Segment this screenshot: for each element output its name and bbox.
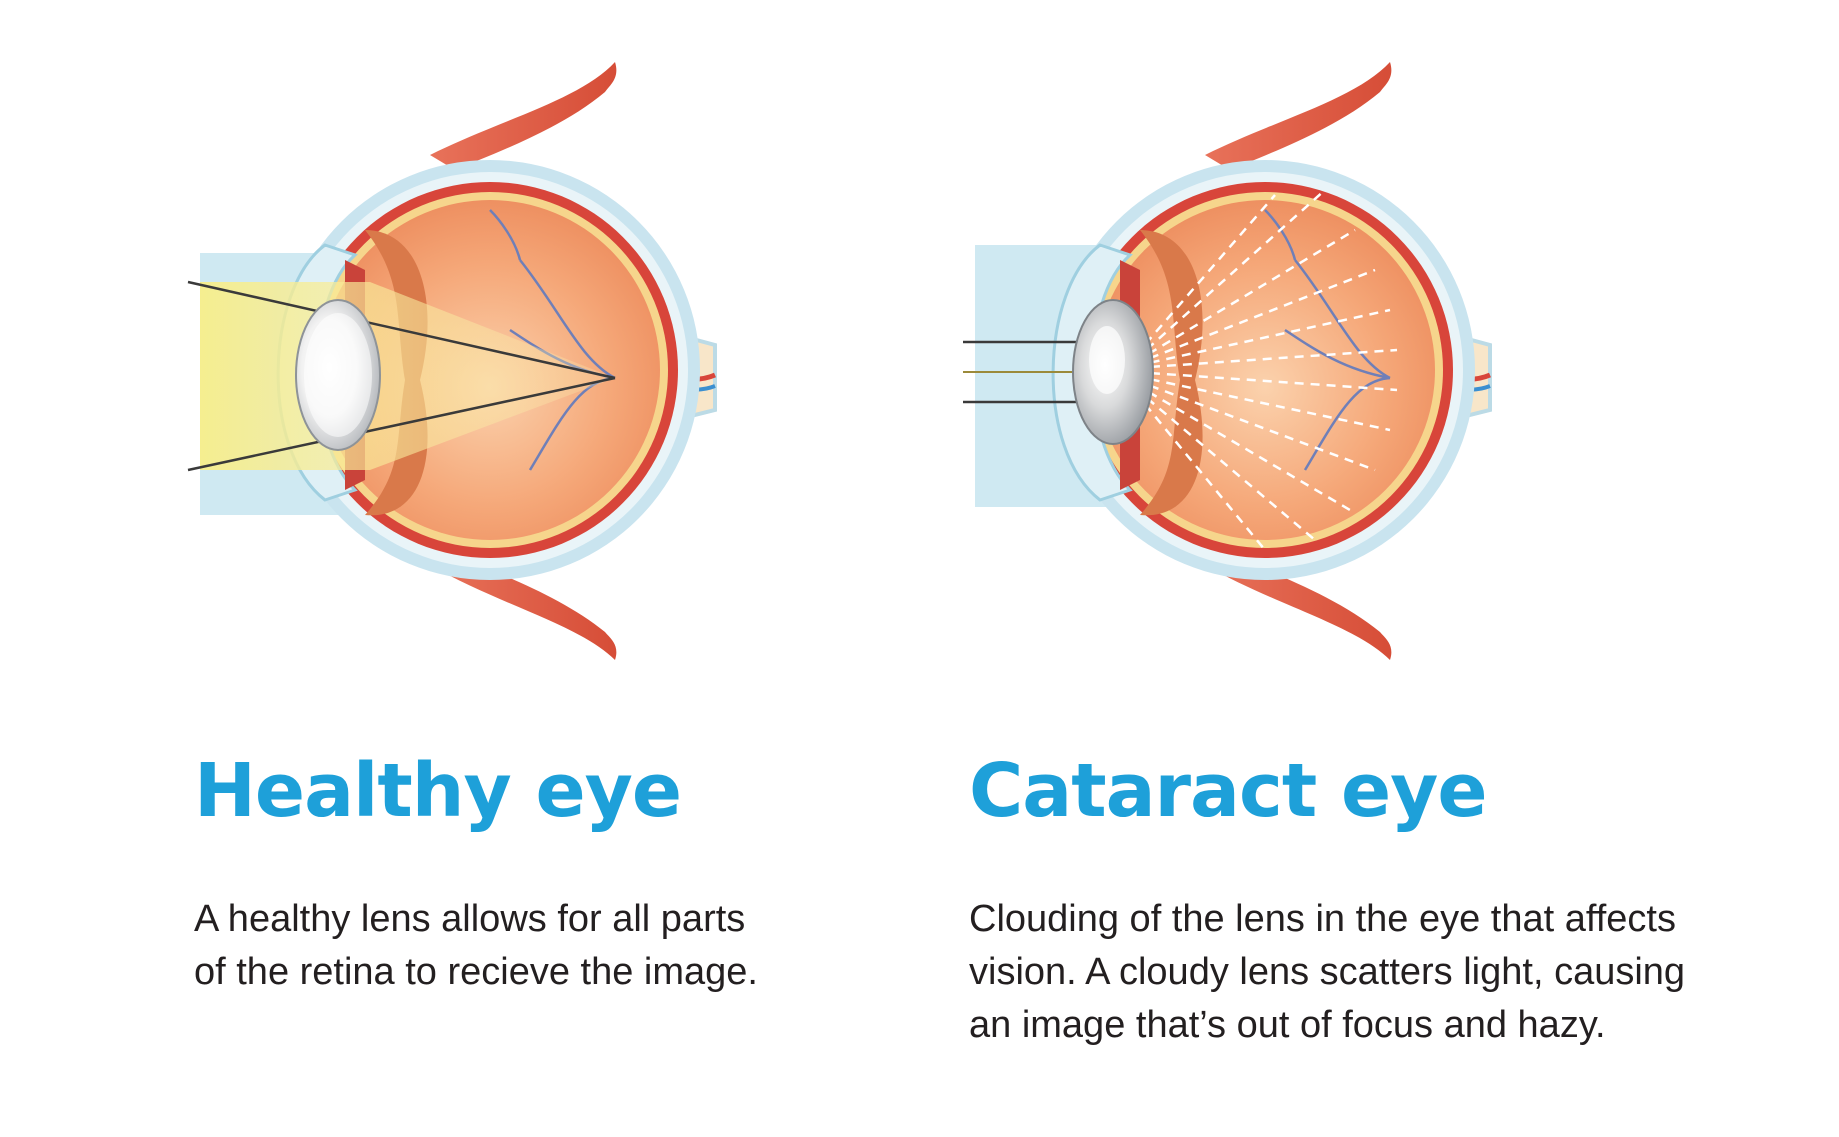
healthy-eye-description-line: of the retina to recieve the image. xyxy=(194,951,758,993)
ciliary-body xyxy=(1140,230,1203,516)
light-ray-upper xyxy=(187,280,616,380)
upper-eye-muscle xyxy=(430,62,617,170)
cataract-eye-description-line: Clouding of the lens in the eye that aff… xyxy=(969,898,1676,940)
retinal-vessels xyxy=(489,209,616,471)
healthy-eye-description-line: A healthy lens allows for all parts xyxy=(194,898,746,940)
cataract-eye-diagram xyxy=(963,62,1492,660)
scattered-light-rays xyxy=(1134,189,1398,551)
retinal-vessels xyxy=(1264,209,1391,471)
upper-eye-muscle xyxy=(1205,62,1392,170)
lower-eye-muscle xyxy=(1205,555,1392,660)
cataract-eye-description-line: an image that’s out of focus and hazy. xyxy=(969,1004,1606,1046)
light-ray-lower xyxy=(187,376,616,472)
healthy-eye-description: A healthy lens allows for all parts of t… xyxy=(194,893,954,999)
cataract-eye-description: Clouding of the lens in the eye that aff… xyxy=(969,893,1729,1052)
panel-healthy-eye: Healthy eye A healthy lens allows for al… xyxy=(160,0,940,1137)
healthy-eye-diagram xyxy=(187,62,717,660)
lower-eye-muscle xyxy=(430,555,617,660)
cataract-eye-title: Cataract eye xyxy=(969,748,1488,834)
healthy-eye-title: Healthy eye xyxy=(194,748,682,834)
cataract-eye-description-line: vision. A cloudy lens scatters light, ca… xyxy=(969,951,1686,993)
panel-cataract-eye: Cataract eye Clouding of the lens in the… xyxy=(935,0,1715,1137)
